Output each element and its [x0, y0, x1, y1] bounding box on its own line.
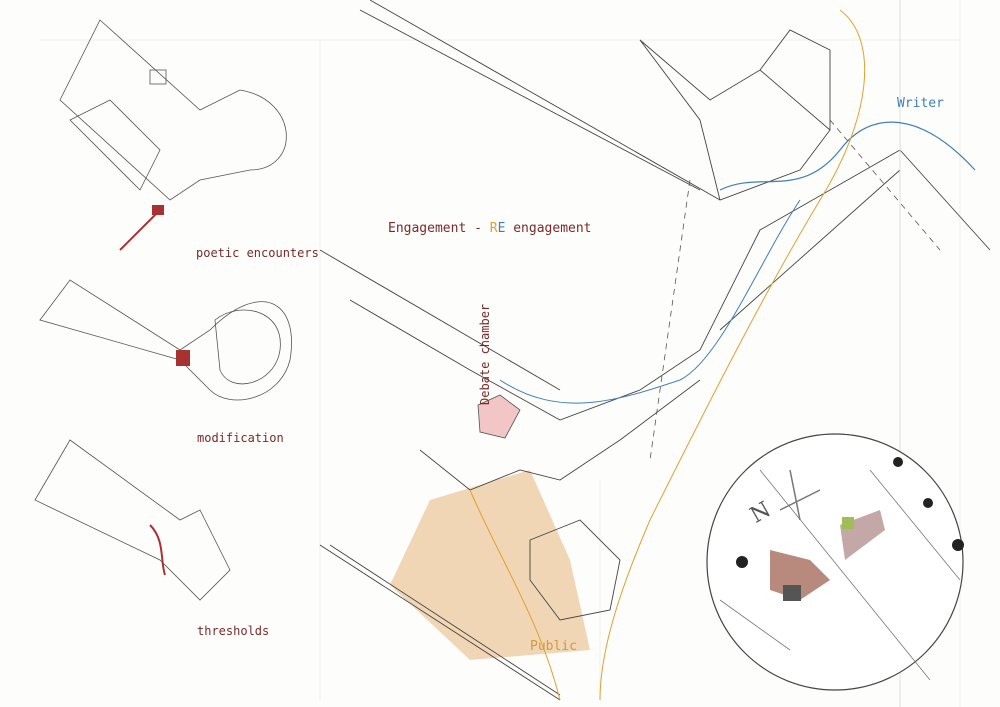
building-linework	[319, 0, 991, 707]
orange-route	[599, 9, 866, 701]
title-r-letter: R	[489, 221, 498, 236]
debate-chamber-volume	[477, 394, 521, 439]
label-modification: modification	[197, 431, 284, 445]
public-zone	[390, 470, 590, 660]
label-thresholds: thresholds	[197, 624, 270, 638]
label-poetic-encounters: poetic encounters	[196, 246, 319, 260]
location-map: N	[706, 433, 964, 691]
drawing-title: Engagement - RE engagement	[388, 221, 592, 236]
label-writer: Writer	[897, 96, 944, 111]
writer-path	[719, 121, 976, 191]
label-debate-chamber: Debate chamber	[478, 303, 492, 405]
label-public: Public	[530, 639, 577, 654]
title-part-2: engagement	[505, 221, 592, 236]
plan-modification	[39, 279, 292, 401]
plan-thresholds	[34, 439, 231, 601]
plan-poetic-encounters	[59, 19, 287, 251]
title-e-letter: E	[497, 221, 506, 236]
background-grid	[40, 0, 961, 707]
blue-route	[499, 199, 801, 404]
title-part-1: Engagement -	[388, 221, 490, 236]
